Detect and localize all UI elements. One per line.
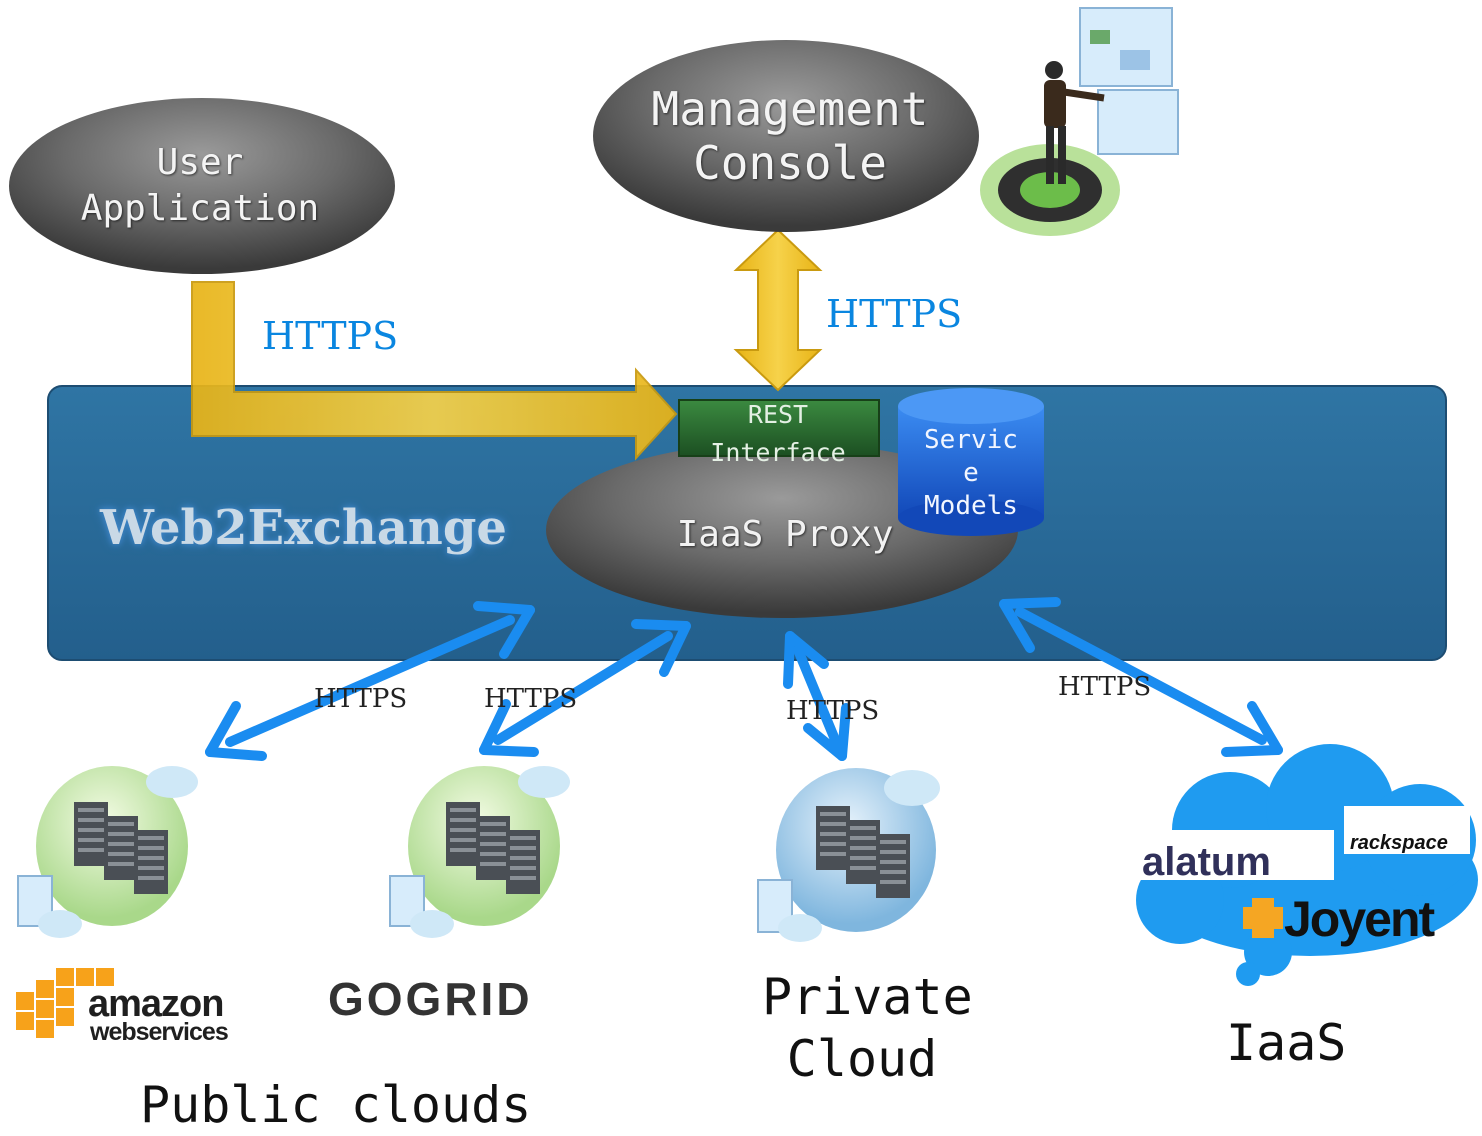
rackspace-logo-text: rackspace	[1350, 832, 1448, 854]
rest-interface-node	[678, 399, 880, 457]
user-application-label: User Application	[80, 142, 320, 229]
iaas-label: IaaS	[1226, 1014, 1347, 1072]
user-app-https-label: HTTPS	[262, 314, 399, 358]
server-cluster-icon	[757, 768, 940, 942]
amazon-logo-text: amazon	[88, 983, 224, 1025]
iaas-https-label: HTTPS	[1058, 672, 1152, 702]
private-cloud-label: Private Cloud	[762, 968, 973, 1088]
cloud-connection-arrows	[205, 597, 1283, 761]
iaas-proxy-label: IaaS Proxy	[676, 514, 894, 555]
amazon-https-label: HTTPS	[314, 684, 408, 714]
server-cluster-icon	[17, 766, 198, 938]
web2exchange-label: Web2Exchange	[100, 500, 507, 556]
service-models-label: Servic e Models	[924, 425, 1018, 521]
server-cluster-icon	[389, 766, 570, 938]
cloud-icon	[1136, 744, 1478, 986]
service-models-node	[898, 388, 1044, 536]
public-clouds-label: Public clouds	[140, 1076, 532, 1134]
gogrid-logo-text: GOGRID	[328, 973, 533, 1025]
rest-interface-label: REST Interface	[710, 400, 846, 467]
amazon-webservices-text: webservices	[90, 1018, 229, 1046]
user-application-node	[9, 98, 395, 274]
user-icon	[980, 7, 1179, 236]
management-console-node	[593, 40, 979, 232]
alatum-logo-text: alatum	[1142, 840, 1271, 884]
joyent-logo-text: Joyent	[1284, 891, 1435, 947]
console-https-label: HTTPS	[826, 292, 963, 336]
console-arrow	[733, 228, 823, 392]
private-https-label: HTTPS	[786, 696, 880, 726]
management-console-label: Management Console	[651, 82, 929, 190]
user-app-arrow	[191, 281, 678, 461]
gogrid-https-label: HTTPS	[484, 684, 578, 714]
amazon-logo	[16, 968, 114, 1038]
